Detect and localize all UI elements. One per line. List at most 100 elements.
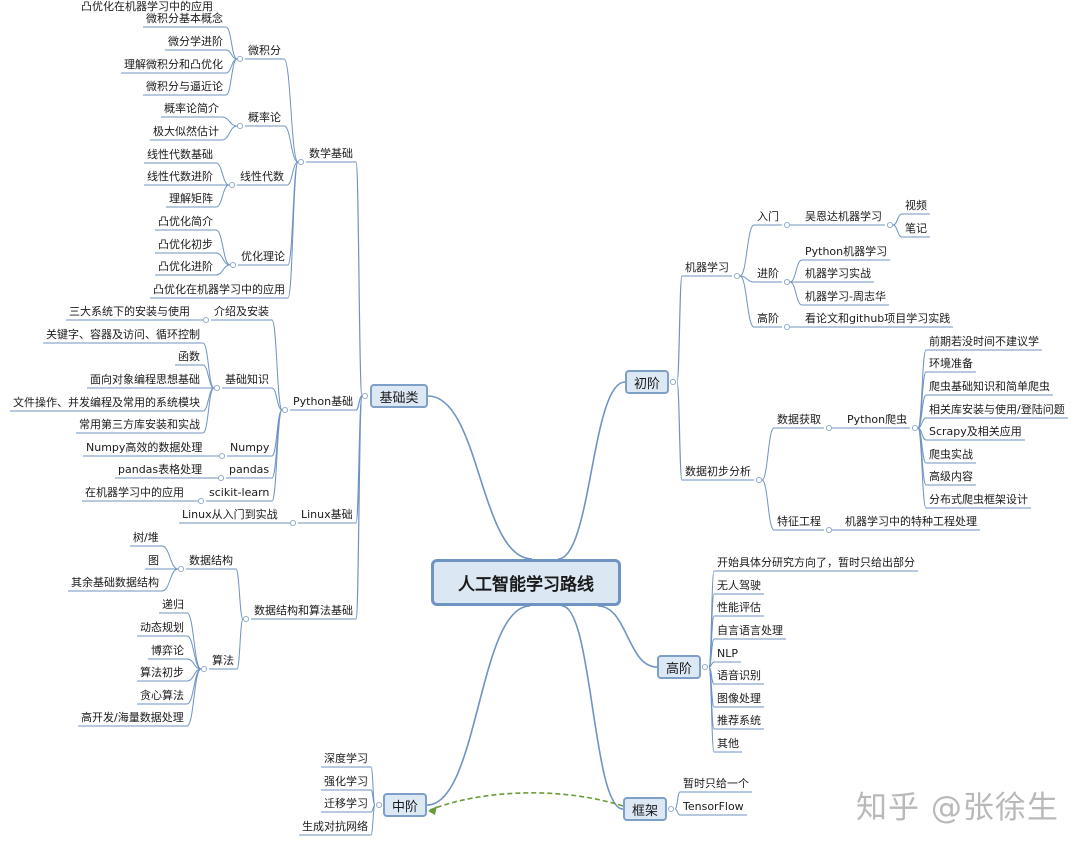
intermediate-topic[interactable]: 深度学习 (324, 752, 368, 765)
machine-learning-node[interactable]: 机器学习 (685, 261, 729, 274)
topic-label[interactable]: 三大系统下的安装与使用 (69, 305, 190, 318)
topic-label[interactable]: 极大似然估计 (153, 125, 219, 138)
advanced-topic[interactable]: 自言语言处理 (717, 624, 783, 637)
collapse-toggle-icon[interactable] (242, 615, 250, 623)
calculus-node[interactable]: 微积分 (248, 44, 281, 57)
feature-engineering-node[interactable]: 特征工程 (777, 515, 821, 528)
topic-label[interactable]: pandas表格处理 (118, 463, 203, 476)
collapse-toggle-icon[interactable] (202, 316, 210, 324)
topic-label[interactable]: 线性代数进阶 (147, 170, 213, 183)
ml-intro-node[interactable]: 入门 (757, 210, 779, 223)
topic-label[interactable]: 高开发/海量数据处理 (81, 711, 184, 724)
intermediate-topic[interactable]: 迁移学习 (324, 797, 368, 810)
andrew-ng-course-node[interactable]: 吴恩达机器学习 (805, 210, 882, 223)
collapse-toggle-icon[interactable] (361, 392, 369, 400)
topic-label[interactable]: 理解微积分和凸优化 (124, 58, 223, 71)
topic-label[interactable]: 分布式爬虫框架设计 (929, 493, 1028, 506)
python-crawler-node[interactable]: Python爬虫 (847, 413, 908, 426)
collapse-toggle-icon[interactable] (375, 801, 383, 809)
ml-mid-node[interactable]: 进阶 (757, 267, 779, 280)
topic-label[interactable]: Python机器学习 (805, 245, 888, 258)
knowledge-node[interactable]: 基础知识 (225, 373, 269, 386)
topic-label[interactable]: 相关库安装与使用/登陆问题 (929, 403, 1065, 416)
collapse-toggle-icon[interactable] (228, 181, 236, 189)
collapse-toggle-icon[interactable] (825, 424, 833, 432)
branch-basics[interactable]: 基础类 (370, 384, 428, 408)
collapse-toggle-icon[interactable] (200, 665, 208, 673)
topic-label[interactable]: 微积分与逼近论 (146, 80, 223, 93)
topic-label[interactable]: Scrapy及相关应用 (929, 425, 1022, 438)
collapse-toggle-icon[interactable] (218, 452, 226, 460)
collapse-toggle-icon[interactable] (886, 221, 894, 229)
collapse-toggle-icon[interactable] (229, 261, 237, 269)
sklearn-node[interactable]: scikit-learn (209, 486, 270, 499)
topic-label[interactable]: 凸优化进阶 (158, 260, 213, 273)
collapse-toggle-icon[interactable] (236, 55, 244, 63)
topic-label[interactable]: 凸优化初步 (158, 238, 213, 251)
topic-label[interactable]: 算法初步 (140, 666, 184, 679)
topic-label[interactable]: 线性代数基础 (147, 148, 213, 161)
topic-label[interactable]: 机器学习实战 (805, 267, 871, 280)
collapse-toggle-icon[interactable] (911, 424, 919, 432)
branch-intermediate[interactable]: 中阶 (383, 793, 427, 817)
collapse-toggle-icon[interactable] (783, 323, 791, 331)
python-basics-node[interactable]: Python基础 (293, 395, 354, 408)
advanced-topic[interactable]: 性能评估 (717, 601, 761, 614)
advanced-topic[interactable]: 语音识别 (717, 669, 761, 682)
probability-node[interactable]: 概率论 (248, 111, 281, 124)
topic-label[interactable]: Numpy高效的数据处理 (86, 441, 203, 454)
ml-high-node[interactable]: 高阶 (757, 312, 779, 325)
advanced-topic[interactable]: 推荐系统 (717, 714, 761, 727)
topic-label[interactable]: Linux从入门到实战 (182, 508, 278, 521)
collapse-toggle-icon[interactable] (667, 805, 675, 813)
branch-beginner[interactable]: 初阶 (625, 370, 669, 394)
topic-label[interactable]: 机器学习-周志华 (805, 290, 886, 303)
topic-label[interactable]: 理解矩阵 (169, 192, 213, 205)
collapse-toggle-icon[interactable] (217, 474, 225, 482)
data-analysis-node[interactable]: 数据初步分析 (685, 465, 751, 478)
advanced-topic[interactable]: NLP (717, 647, 738, 660)
topic-label[interactable]: 在机器学习中的应用 (85, 486, 184, 499)
topic-label[interactable]: 图 (148, 554, 159, 567)
branch-advanced[interactable]: 高阶 (657, 655, 701, 679)
topic-label[interactable]: 爬虫基础知识和简单爬虫 (929, 380, 1050, 393)
topic-label[interactable]: 高级内容 (929, 470, 973, 483)
collapse-toggle-icon[interactable] (755, 476, 763, 484)
topic-label[interactable]: 关键字、容器及访问、循环控制 (46, 328, 200, 341)
topic-label[interactable]: 文件操作、并发编程及常用的系统模块 (13, 396, 200, 409)
topic-label[interactable]: 概率论简介 (164, 102, 219, 115)
collapse-toggle-icon[interactable] (281, 406, 289, 414)
numpy-node[interactable]: Numpy (230, 441, 270, 454)
topic-label[interactable]: 视频 (905, 199, 927, 212)
branch-framework[interactable]: 框架 (623, 797, 667, 821)
data-structure-node[interactable]: 数据结构 (189, 554, 233, 567)
linear-algebra-node[interactable]: 线性代数 (240, 170, 284, 183)
intermediate-topic[interactable]: 生成对抗网络 (302, 820, 368, 833)
collapse-toggle-icon[interactable] (213, 384, 221, 392)
collapse-toggle-icon[interactable] (177, 565, 185, 573)
algorithm-node[interactable]: 算法 (212, 654, 234, 667)
topic-label[interactable]: 微分学进阶 (168, 35, 223, 48)
topic-label[interactable]: 树/堆 (133, 531, 159, 544)
math-basics-node[interactable]: 数学基础 (309, 147, 353, 160)
data-acquire-node[interactable]: 数据获取 (777, 413, 821, 426)
topic-label[interactable]: 面向对象编程思想基础 (90, 373, 200, 386)
topic-label[interactable]: 动态规划 (140, 621, 184, 634)
advanced-topic[interactable]: 开始具体分研究方向了，暂时只给出部分 (717, 556, 915, 569)
framework-topic[interactable]: TensorFlow (683, 800, 744, 813)
advanced-topic[interactable]: 其他 (717, 737, 739, 750)
topic-label[interactable]: 微积分基本概念 (146, 12, 223, 25)
topic-label[interactable]: 笔记 (905, 222, 927, 235)
topic-label[interactable]: 凸优化在机器学习中的应用 (81, 0, 213, 13)
topic-label[interactable]: 看论文和github项目学习实践 (805, 312, 951, 325)
topic-label[interactable]: 凸优化简介 (158, 215, 213, 228)
collapse-toggle-icon[interactable] (783, 278, 791, 286)
collapse-toggle-icon[interactable] (701, 663, 709, 671)
collapse-toggle-icon[interactable] (197, 497, 205, 505)
collapse-toggle-icon[interactable] (783, 221, 791, 229)
topic-label[interactable]: 机器学习中的特种工程处理 (845, 515, 977, 528)
linux-basics-node[interactable]: Linux基础 (301, 508, 353, 521)
collapse-toggle-icon[interactable] (669, 378, 677, 386)
topic-label[interactable]: 博弈论 (151, 644, 184, 657)
topic-label[interactable]: 常用第三方库安装和实战 (79, 418, 200, 431)
